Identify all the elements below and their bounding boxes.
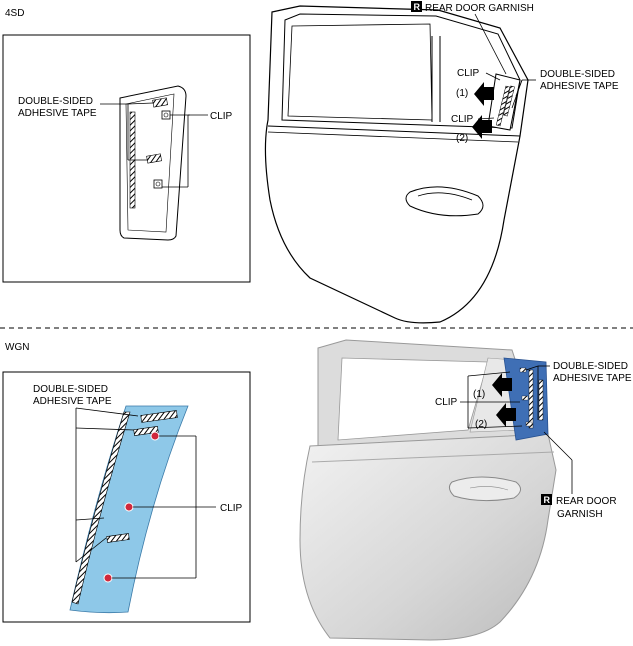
arrow-step1-icon (474, 82, 494, 106)
door-wgn (299, 339, 557, 641)
inset-4sd-tape-label-1: DOUBLE-SIDED (18, 96, 93, 107)
arrow-wgn-step2-icon (496, 403, 516, 427)
inset-wgn-tape-label-1: DOUBLE-SIDED (33, 384, 108, 395)
wgn-garnish-badge-icon (541, 494, 552, 505)
inset-wgn-tape-label-2: ADHESIVE TAPE (33, 396, 112, 407)
garnish-badge-text: R (414, 2, 421, 12)
inset-4sd (2, 34, 251, 283)
wgn-garnish-label-2: GARNISH (557, 509, 603, 520)
wgn-step-2-label: (2) (475, 419, 487, 430)
inset-wgn-clip-label: CLIP (220, 503, 243, 514)
arrow-step2-icon (472, 115, 492, 139)
step-1-label: (1) (456, 88, 468, 99)
inset-wgn (2, 371, 251, 623)
inset-4sd-tape-label-2: ADHESIVE TAPE (18, 108, 97, 119)
section-label-4sd: 4SD (5, 8, 24, 19)
wgn-clip-label: CLIP (435, 397, 458, 408)
wgn-garnish-label-1: REAR DOOR (556, 496, 617, 507)
wgn-tape-label-1: DOUBLE-SIDED (553, 361, 628, 372)
door-4sd (264, 5, 529, 324)
wgn-tape-label-2: ADHESIVE TAPE (553, 373, 632, 384)
step-2-label: (2) (456, 133, 468, 144)
tape-label-top-2: ADHESIVE TAPE (540, 81, 619, 92)
wgn-step-1-label: (1) (473, 389, 485, 400)
garnish-label: REAR DOOR GARNISH (425, 3, 534, 14)
tape-label-top-1: DOUBLE-SIDED (540, 69, 615, 80)
wgn-garnish-badge-text: R (544, 495, 551, 505)
arrow-wgn-step1-icon (492, 373, 512, 397)
clip-label-top: CLIP (457, 68, 480, 79)
inset-4sd-clip-label: CLIP (210, 111, 233, 122)
section-label-wgn: WGN (5, 342, 29, 353)
clip-label-top-2: CLIP (451, 114, 474, 125)
garnish-badge-icon (411, 1, 422, 12)
